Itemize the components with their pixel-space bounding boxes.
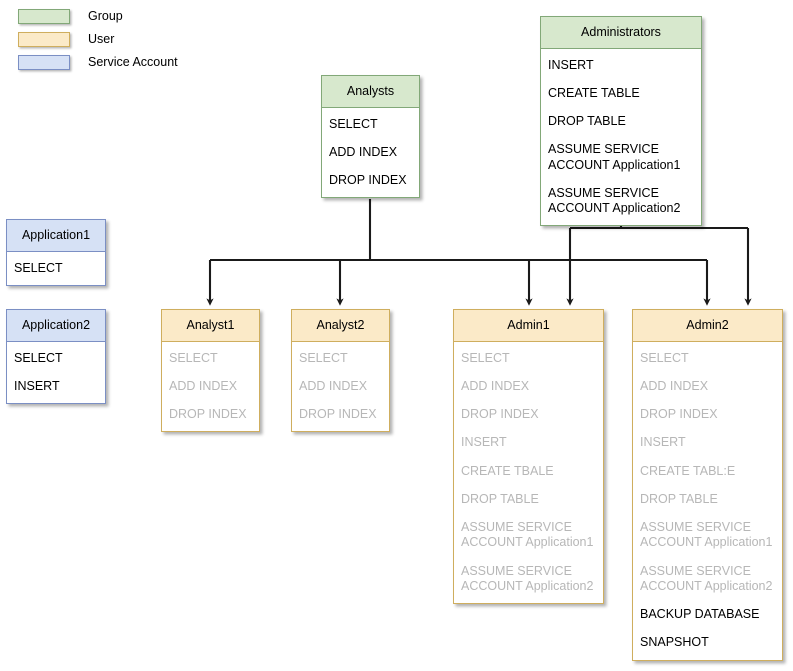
permission-inherited: CREATE TBALE <box>461 463 554 478</box>
legend-item-user: User <box>18 29 178 49</box>
permission-direct: SELECT <box>14 260 63 275</box>
node-analysts-permissions: SELECT ADD INDEX DROP INDEX <box>322 108 419 198</box>
permission-inherited: ASSUME SERVICE ACCOUNT Application1 <box>640 520 773 550</box>
permission-inherited: ASSUME SERVICE ACCOUNT Application1 <box>461 520 594 550</box>
node-analyst2[interactable]: Analyst2 SELECT ADD INDEX DROP INDEX <box>291 309 390 433</box>
node-admin1[interactable]: Admin1 SELECT ADD INDEX DROP INDEX INSERT CR… <box>453 309 604 604</box>
node-admin2-permissions: SELECT ADD INDEX DROP INDEX INSERT CREATE TA… <box>633 342 782 660</box>
permission-inherited: DROP TABLE <box>461 491 539 506</box>
node-application1-title: Application1 <box>7 220 105 252</box>
permission-direct: DROP TABLE <box>548 114 626 128</box>
legend-swatch-user <box>18 31 70 47</box>
node-application2-permissions: SELECT INSERT <box>7 342 105 404</box>
permission-inherited: INSERT <box>461 435 507 450</box>
permission-inherited: ADD INDEX <box>169 378 238 393</box>
node-analysts[interactable]: Analysts SELECT ADD INDEX DROP INDEX <box>321 75 420 199</box>
legend-label-user: User <box>88 32 115 46</box>
permission-inherited: INSERT <box>640 435 686 450</box>
permission-direct: INSERT <box>14 378 60 393</box>
legend-label-service-account: Service Account <box>88 55 178 69</box>
permission-direct: ADD INDEX <box>329 144 398 159</box>
node-application1[interactable]: Application1 SELECT <box>6 219 106 286</box>
permission-inherited: ADD INDEX <box>299 378 368 393</box>
permission-inherited: ADD INDEX <box>461 378 530 393</box>
permission-direct: DROP INDEX <box>329 173 407 187</box>
permission-direct: SELECT <box>14 350 63 365</box>
legend-item-service-account: Service Account <box>18 52 178 72</box>
node-analyst2-permissions: SELECT ADD INDEX DROP INDEX <box>292 342 389 432</box>
node-application2[interactable]: Application2 SELECT INSERT <box>6 309 106 404</box>
permission-inherited: ASSUME SERVICE ACCOUNT Application2 <box>461 563 594 593</box>
legend-swatch-group <box>18 8 70 24</box>
permission-inherited: CREATE TABL:E <box>640 463 736 478</box>
permission-direct: BACKUP DATABASE <box>640 607 760 621</box>
permission-inherited: SELECT <box>640 350 689 365</box>
permission-direct: SELECT <box>329 116 378 131</box>
permission-direct: SNAPSHOT <box>640 635 709 650</box>
node-admin1-permissions: SELECT ADD INDEX DROP INDEX INSERT CREATE TB… <box>454 342 603 604</box>
permission-direct: CREATE TABLE <box>548 85 640 100</box>
permission-inherited: DROP INDEX <box>461 407 539 421</box>
node-admin1-title: Admin1 <box>454 310 603 342</box>
node-analysts-title: Analysts <box>322 76 419 108</box>
node-analyst1[interactable]: Analyst1 SELECT ADD INDEX DROP INDEX <box>161 309 260 433</box>
permission-inherited: DROP TABLE <box>640 491 718 506</box>
node-administrators[interactable]: Administrators INSERT CREATE TABLE DROP TA… <box>540 16 702 227</box>
permission-inherited: ASSUME SERVICE ACCOUNT Application2 <box>640 563 773 593</box>
permission-inherited: SELECT <box>299 350 348 365</box>
permission-direct: ASSUME SERVICE ACCOUNT Application1 <box>548 142 681 172</box>
permission-inherited: ADD INDEX <box>640 378 709 393</box>
node-administrators-title: Administrators <box>541 17 701 49</box>
legend-label-group: Group <box>88 9 123 23</box>
node-application2-title: Application2 <box>7 310 105 342</box>
permission-inherited: SELECT <box>169 350 218 365</box>
permission-inherited: DROP INDEX <box>299 407 377 421</box>
permission-direct: ASSUME SERVICE ACCOUNT Application2 <box>548 185 681 215</box>
permission-inherited: SELECT <box>461 350 510 365</box>
legend-swatch-service-account <box>18 54 70 70</box>
node-analyst1-permissions: SELECT ADD INDEX DROP INDEX <box>162 342 259 432</box>
permission-inherited: DROP INDEX <box>640 407 718 421</box>
node-admin2-title: Admin2 <box>633 310 782 342</box>
legend-item-group: Group <box>18 6 178 26</box>
node-analyst1-title: Analyst1 <box>162 310 259 342</box>
node-application1-permissions: SELECT <box>7 252 105 285</box>
node-administrators-permissions: INSERT CREATE TABLE DROP TABLE ASSUME SERVI… <box>541 49 701 226</box>
node-analyst2-title: Analyst2 <box>292 310 389 342</box>
node-admin2[interactable]: Admin2 SELECT ADD INDEX DROP INDEX INSERT CR… <box>632 309 783 661</box>
permission-inherited: DROP INDEX <box>169 407 247 421</box>
legend: Group User Service Account <box>18 6 178 75</box>
permission-direct: INSERT <box>548 57 594 72</box>
